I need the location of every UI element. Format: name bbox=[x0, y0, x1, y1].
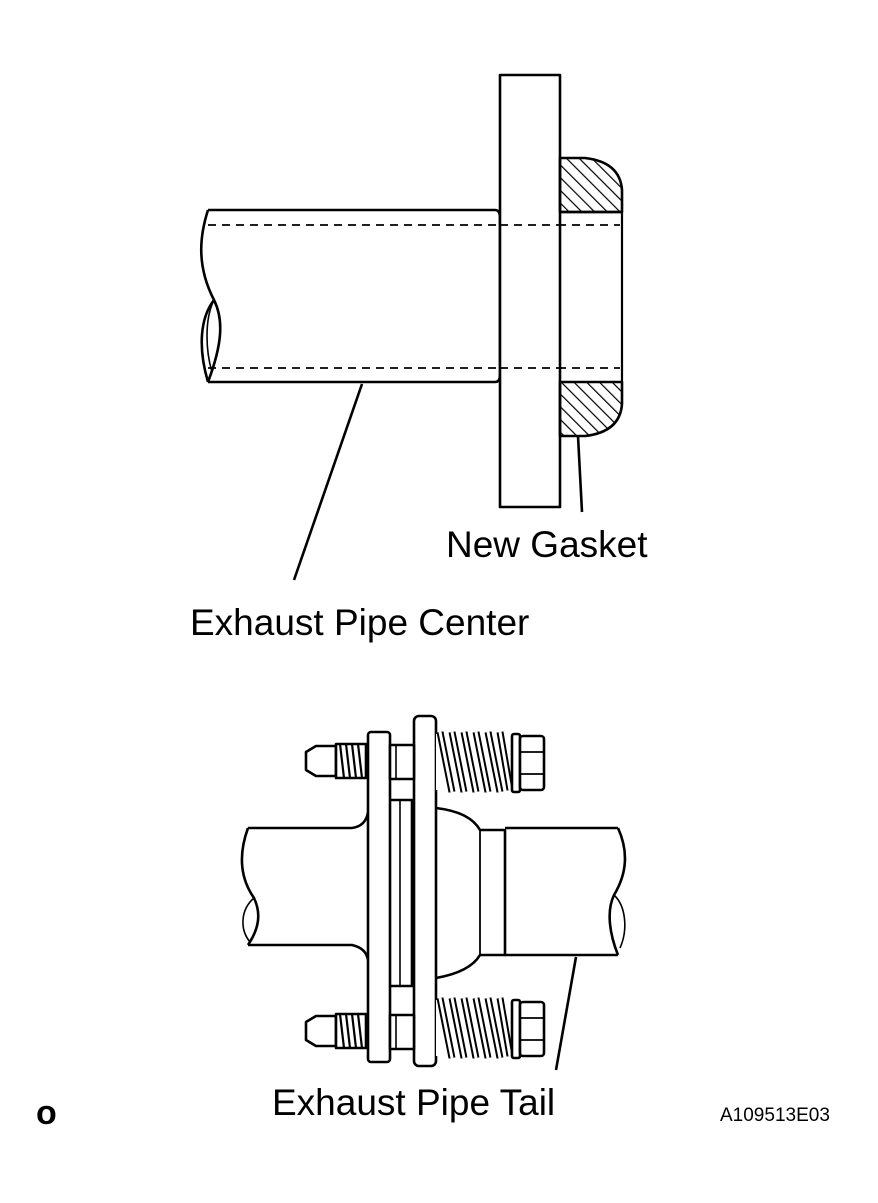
figure-code: A109513E03 bbox=[720, 1105, 830, 1126]
gasket-lower bbox=[558, 380, 624, 438]
exhaust-pipe-tail-drawing bbox=[240, 714, 627, 1071]
tail-right-pipe bbox=[505, 826, 618, 957]
leader-pipe-tail bbox=[554, 956, 578, 1071]
label-exhaust-pipe-tail: Exhaust Pipe Tail bbox=[272, 1082, 556, 1123]
tail-left-flange bbox=[366, 730, 392, 1064]
leader-pipe-center bbox=[292, 383, 364, 581]
leader-new-gasket bbox=[576, 435, 584, 513]
corner-mark: o bbox=[36, 1094, 57, 1132]
pipe-center-flange bbox=[498, 73, 562, 509]
tail-right-flange bbox=[412, 714, 438, 1068]
lower-spring-bolt bbox=[304, 997, 546, 1060]
label-new-gasket: New Gasket bbox=[446, 524, 648, 565]
pipe-center-body bbox=[208, 208, 502, 384]
tail-left-pipe bbox=[248, 811, 370, 961]
gasket-upper bbox=[558, 156, 624, 214]
upper-spring-bolt bbox=[304, 731, 546, 794]
exhaust-pipe-center-drawing bbox=[199, 73, 624, 581]
pipe-center-break-end bbox=[199, 209, 222, 383]
label-exhaust-pipe-center: Exhaust Pipe Center bbox=[190, 602, 530, 643]
tail-bell-section bbox=[435, 806, 507, 980]
